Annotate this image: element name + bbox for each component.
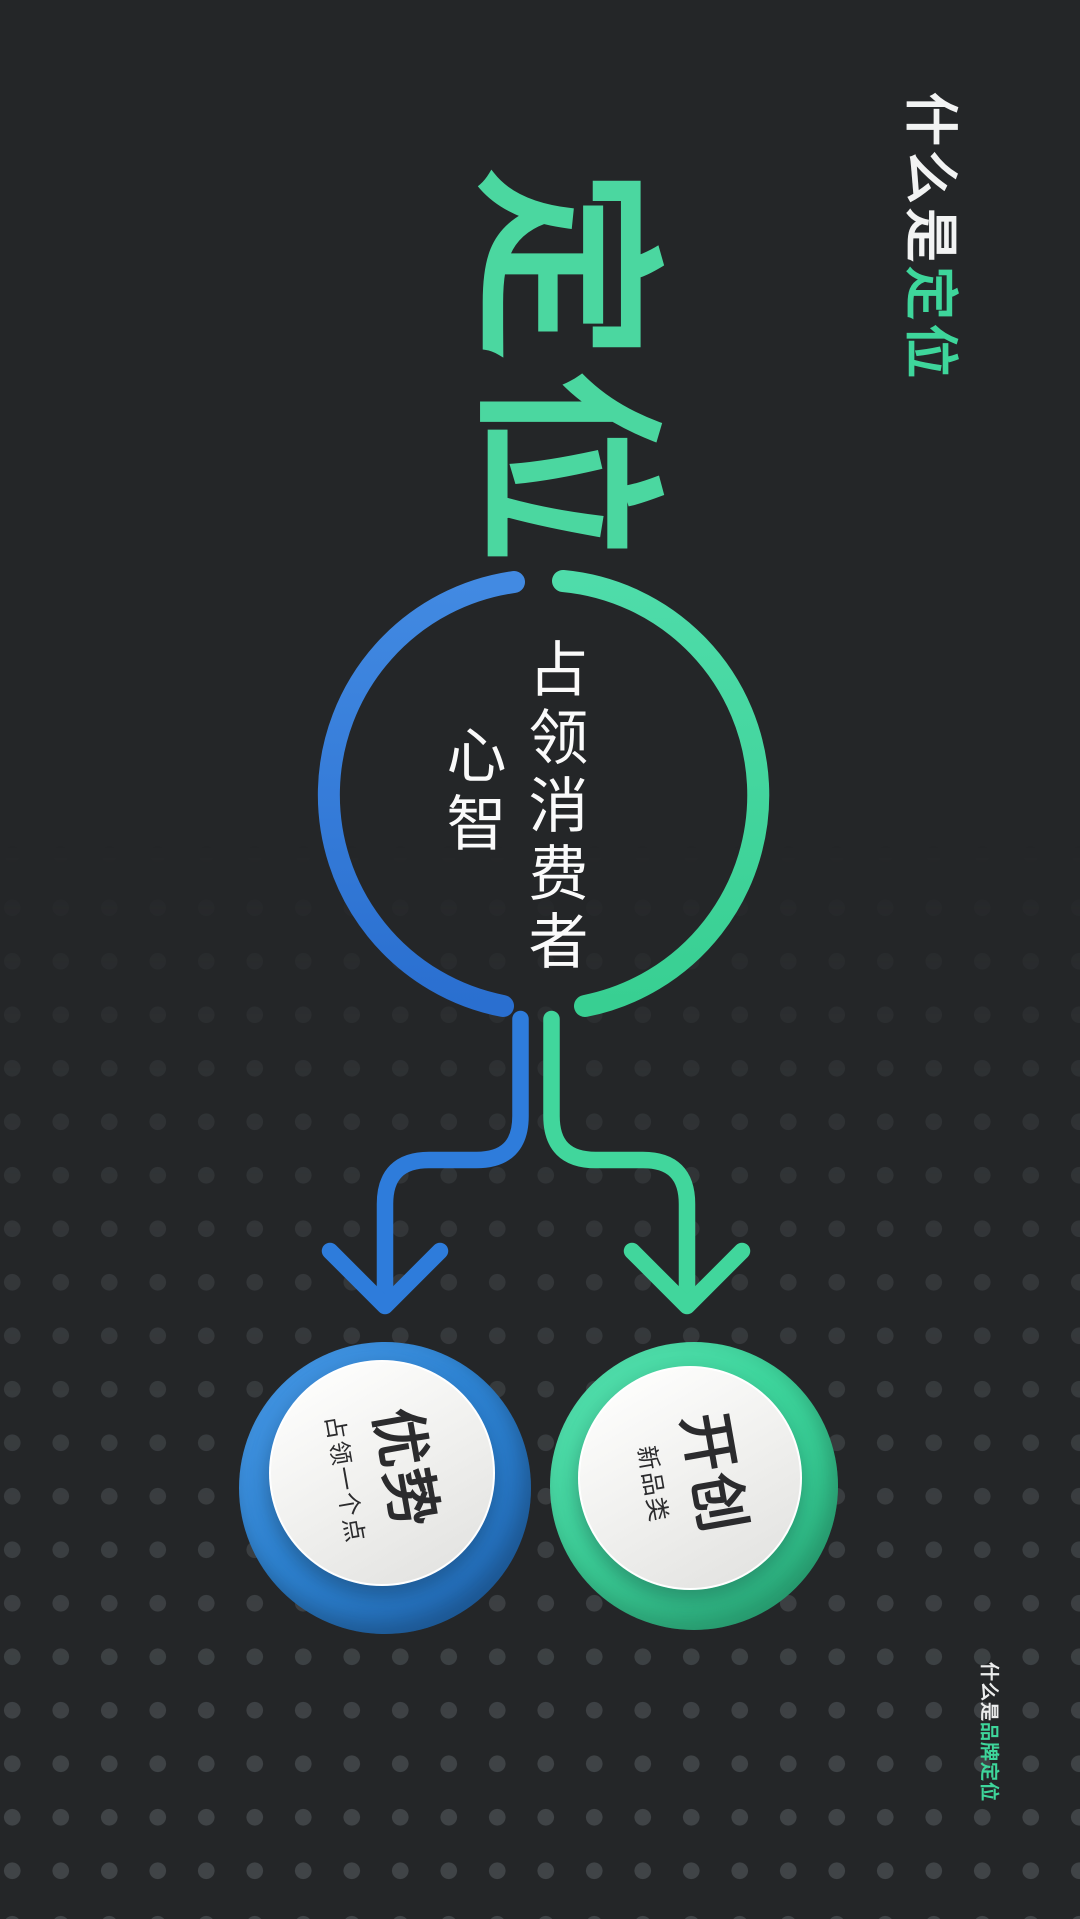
arrow-left-shaft xyxy=(376,1010,529,1307)
bottom-caption-prefix: 什么是 xyxy=(978,1662,999,1723)
badge-advantage-title: 优势 xyxy=(362,1403,448,1535)
badge-create-title: 开创 xyxy=(670,1408,756,1540)
badge-advantage: 优势 占领一个点 xyxy=(239,1342,531,1634)
badge-advantage-text-block: 优势 占领一个点 xyxy=(319,1400,448,1546)
badge-create-text-block: 开创 新品类 xyxy=(627,1408,756,1548)
arrow-right-shaft xyxy=(543,1010,696,1307)
arrow-left-head xyxy=(321,1242,449,1315)
badge-advantage-inner-circle: 优势 占领一个点 xyxy=(269,1360,495,1586)
ring-arc-blue xyxy=(317,571,525,1017)
circle-text-secondary: 心智 xyxy=(438,724,505,860)
ring-arc-green xyxy=(552,570,770,1017)
circle-text-main: 占领消费者 xyxy=(520,638,587,978)
badge-create: 开创 新品类 xyxy=(550,1342,838,1630)
badge-create-inner-circle: 开创 新品类 xyxy=(578,1366,802,1590)
bottom-right-caption: 什么是品牌定位 xyxy=(977,1662,1004,1802)
arrow-right-head xyxy=(623,1242,751,1315)
bottom-caption-highlight: 品牌定位 xyxy=(978,1722,999,1803)
